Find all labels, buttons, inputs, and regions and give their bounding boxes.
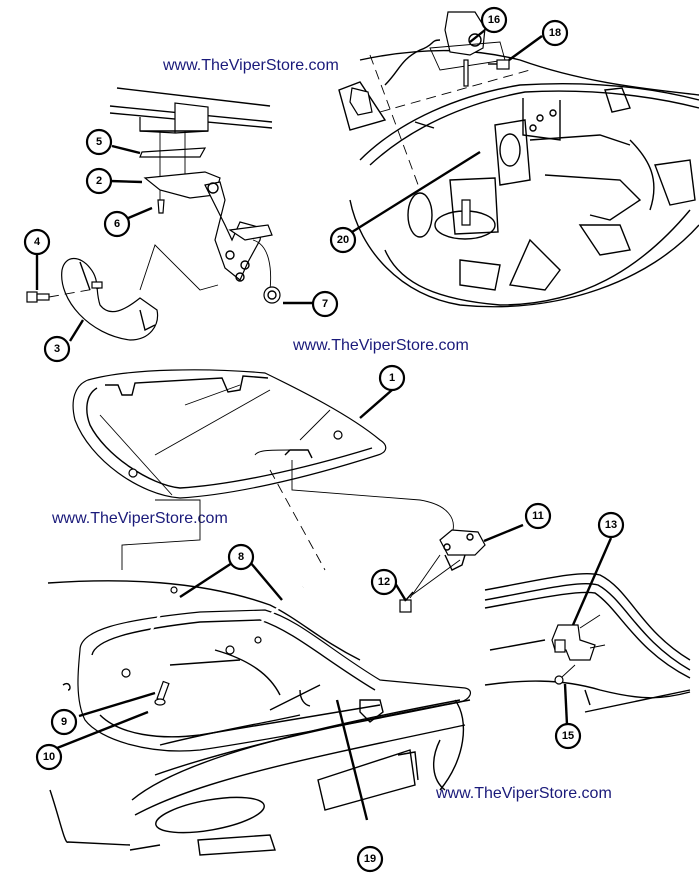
nut-7 (263, 286, 281, 304)
callout-20: 20 (329, 226, 357, 254)
striker-mount-detail (484, 572, 691, 713)
callout-15: 15 (554, 722, 582, 750)
callout-19: 19 (356, 845, 384, 873)
callout-label: 6 (114, 218, 120, 230)
bumper-9 (62, 680, 170, 706)
lock-cylinder (338, 39, 531, 191)
callout-7: 7 (311, 290, 339, 318)
callout-10: 10 (35, 743, 63, 771)
gas-strut-left (121, 586, 178, 678)
rear-trunk-body (349, 49, 699, 308)
leader-lines (35, 29, 613, 821)
callout-label: 15 (562, 730, 574, 742)
callout-label: 20 (337, 234, 349, 246)
callout-9: 9 (50, 708, 78, 736)
callout-label: 19 (364, 853, 376, 865)
callout-label: 12 (378, 576, 390, 588)
callout-label: 8 (238, 551, 244, 563)
callout-label: 13 (605, 519, 617, 531)
callout-12: 12 (370, 568, 398, 596)
callout-6: 6 (103, 210, 131, 238)
callout-label: 9 (61, 716, 67, 728)
callout-2: 2 (85, 167, 113, 195)
callout-3: 3 (43, 335, 71, 363)
gas-strut-right (225, 586, 304, 655)
callout-13: 13 (597, 511, 625, 539)
watermark-middle-left: www.TheViperStore.com (52, 510, 228, 527)
callout-5: 5 (85, 128, 113, 156)
callout-label: 11 (532, 510, 544, 522)
watermark-top: www.TheViperStore.com (163, 57, 339, 74)
striker-11 (409, 529, 486, 599)
callout-label: 5 (96, 136, 102, 148)
callout-4: 4 (23, 228, 51, 256)
callout-label: 16 (488, 14, 500, 26)
callout-16: 16 (480, 6, 508, 34)
bolt-18 (488, 59, 510, 70)
bolt-4 (26, 287, 101, 303)
car-rear-body (47, 580, 472, 856)
hinge-cover (61, 257, 159, 341)
callout-8: 8 (227, 543, 255, 571)
callout-label: 10 (43, 751, 55, 763)
callout-label: 18 (549, 27, 561, 39)
callout-label: 1 (389, 372, 395, 384)
callout-11: 11 (524, 502, 552, 530)
callout-label: 2 (96, 175, 102, 187)
latch-16 (429, 11, 506, 87)
callout-18: 18 (541, 19, 569, 47)
callout-1: 1 (378, 364, 406, 392)
callout-label: 7 (322, 298, 328, 310)
callout-label: 3 (54, 343, 60, 355)
watermark-bottom-right: www.TheViperStore.com (436, 785, 612, 802)
decklid-1 (72, 369, 387, 499)
callout-label: 4 (34, 236, 41, 248)
watermark-middle-right: www.TheViperStore.com (293, 337, 469, 354)
hinge-assembly (109, 87, 273, 291)
